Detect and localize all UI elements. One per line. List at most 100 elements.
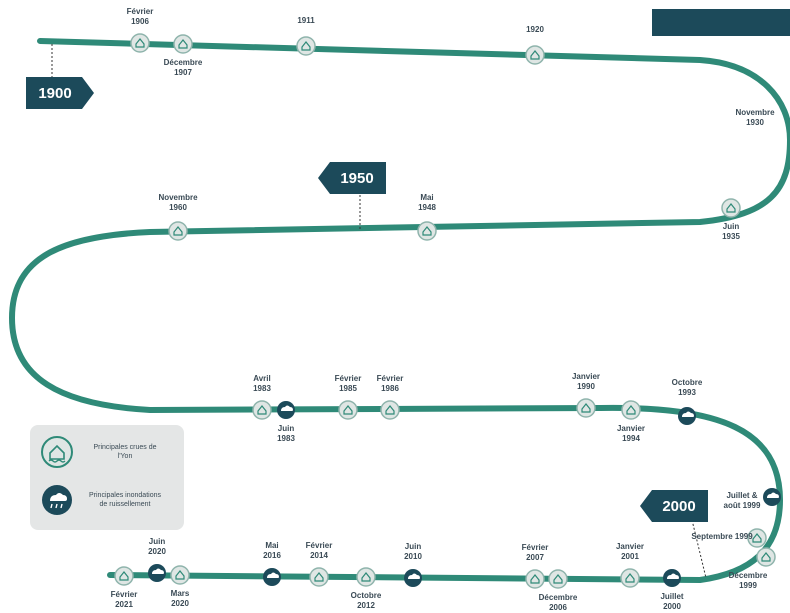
rain-cloud-icon [763, 488, 781, 506]
year-flag-label: 1900 [38, 84, 72, 102]
event-label-line1: Novembre [158, 193, 198, 202]
event-label-line1: Février [110, 590, 138, 599]
event-label-line2: 2021 [115, 600, 133, 609]
event-label-line1: Décembre [728, 571, 768, 580]
event-label-line1: Juillet [660, 592, 684, 601]
event-label-line2: 2001 [621, 552, 639, 561]
year-flag-label: 2000 [662, 497, 696, 515]
house-flood-icon [296, 36, 316, 56]
legend-item-rain: Principales inondations de ruissellement [40, 483, 164, 517]
event-label-line1: Octobre [350, 591, 382, 600]
house-flood-icon [356, 567, 376, 587]
event-label-line1: 1911 [297, 16, 315, 25]
event-label-line2: 1986 [381, 384, 399, 393]
legend: Principales crues de l'Yon Principales i… [30, 425, 184, 530]
house-flood-icon [252, 400, 272, 420]
event-label-line1: Février [334, 374, 362, 383]
event-label-line2: août 1999 [723, 501, 761, 510]
rain-cloud-icon [404, 569, 422, 587]
event-label-line1: Octobre [671, 378, 703, 387]
event-label-line1: Juillet & [726, 491, 758, 500]
house-flood-icon [130, 33, 150, 53]
rain-cloud-icon [42, 485, 72, 515]
event-label-line1: Décembre [163, 58, 203, 67]
event-label-line2: 2014 [310, 551, 328, 560]
event-label-line2: 1907 [174, 68, 192, 77]
event-label-line2: 2000 [663, 602, 681, 611]
event-label-line2: 2010 [404, 552, 422, 561]
event-label-line2: 1985 [339, 384, 357, 393]
event-label-line2: 2020 [171, 599, 189, 608]
event-label-line1: Mai [265, 541, 279, 550]
house-flood-icon [417, 221, 437, 241]
event-label-line1: Juin [404, 542, 422, 551]
event-label-line1: Février [126, 7, 154, 16]
event-label-line2: 1906 [131, 17, 149, 26]
year-flag-2000: 2000 [640, 490, 708, 522]
event-label-line1: 1920 [526, 25, 544, 34]
rain-cloud-icon [663, 569, 681, 587]
year-flag-label: 1950 [340, 169, 374, 187]
rain-cloud-icon [678, 407, 696, 425]
house-flood-icon [620, 568, 640, 588]
event-label-line1: Janvier [615, 542, 645, 551]
event-label-line2: 1960 [169, 203, 187, 212]
event-label-line2: 1983 [277, 434, 295, 443]
event-label-line1: Avril [253, 374, 271, 383]
rain-cloud-icon [148, 564, 166, 582]
house-flood-icon [548, 569, 568, 589]
event-label-line1: Janvier [616, 424, 646, 433]
flag-2000-connector [691, 519, 707, 579]
house-flood-icon [41, 436, 73, 468]
year-flag-1900: 1900 [26, 77, 94, 109]
event-label-line1: Septembre 1999 [691, 532, 753, 541]
legend-rain-text: Principales inondations de ruissellement [89, 492, 161, 508]
event-label-line1: Janvier [571, 372, 601, 381]
event-label-line1: Février [521, 543, 549, 552]
event-label-line2: 1994 [622, 434, 640, 443]
event-label-line2: 2016 [263, 551, 281, 560]
event-label-line2: 1999 [739, 581, 757, 590]
legend-item-crue: Principales crues de l'Yon [40, 435, 164, 469]
year-flag-1950: 1950 [318, 162, 386, 194]
house-flood-icon [168, 221, 188, 241]
event-label-line1: Février [376, 374, 404, 383]
house-flood-icon [756, 547, 776, 567]
event-label-line2: 2007 [526, 553, 544, 562]
event-label-line1: Décembre [538, 593, 578, 602]
house-flood-icon [170, 565, 190, 585]
event-label: Septembre 1999 [691, 532, 752, 542]
legend-crue-text: Principales crues de l'Yon [93, 444, 157, 460]
house-flood-icon [621, 400, 641, 420]
rain-cloud-icon [263, 568, 281, 586]
event-label-line1: Juin [148, 537, 166, 546]
event-label: Juillet &août 1999 [724, 491, 761, 511]
event-label-line1: Juin [277, 424, 295, 433]
house-flood-icon [721, 198, 741, 218]
event-label-line1: Mai [420, 193, 434, 202]
house-flood-icon [173, 34, 193, 54]
header-bar [652, 9, 790, 36]
